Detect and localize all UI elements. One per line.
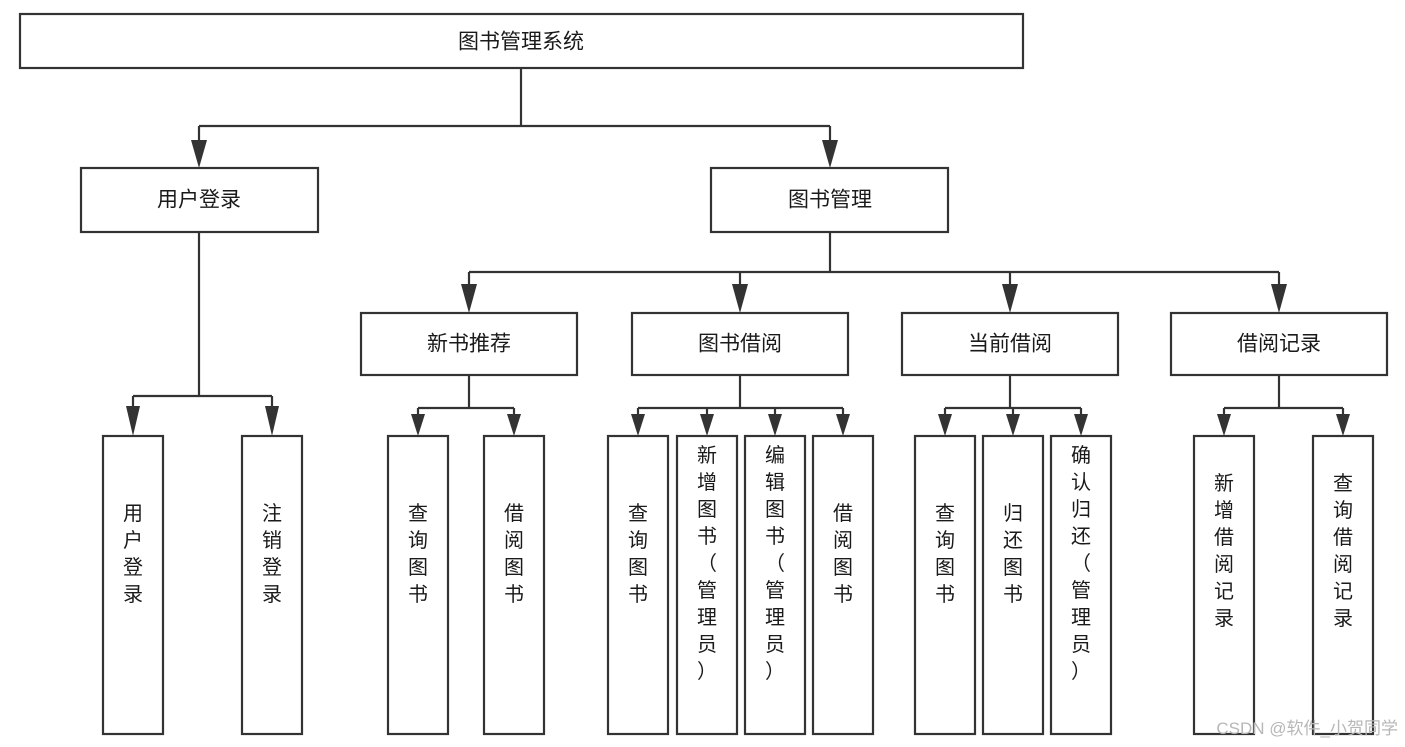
arrow-nb-query-book bbox=[411, 414, 425, 436]
leaf-br-query-record-label: 查询借阅记录 bbox=[1333, 472, 1353, 630]
leaf-cb-confirm-return-label: 确认归还（管理员） bbox=[1071, 444, 1091, 683]
leaf-bb-borrow-book-label: 借阅图书 bbox=[833, 502, 853, 606]
arrow-to-leaf-user-login bbox=[126, 406, 140, 436]
leaf-br-query-record-box[interactable] bbox=[1311, 434, 1375, 736]
leaf-br-add-record[interactable]: 新增借阅记录 bbox=[1192, 434, 1256, 736]
leaf-bb-edit-book[interactable]: 编辑图书（管理员） bbox=[743, 434, 807, 736]
leaf-nb-query-book-box[interactable] bbox=[386, 434, 450, 736]
leaf-bb-add-book-box[interactable] bbox=[675, 434, 739, 736]
leaf-nb-query-book[interactable]: 查询图书 bbox=[386, 434, 450, 736]
leaf-br-add-record-box[interactable] bbox=[1192, 434, 1256, 736]
leaf-cb-confirm-return[interactable]: 确认归还（管理员） bbox=[1049, 434, 1113, 736]
arrow-bb-borrow-book bbox=[836, 414, 850, 436]
leaf-cb-return-book-box[interactable] bbox=[981, 434, 1045, 736]
node-root-label: 图书管理系统 bbox=[458, 31, 584, 54]
node-new-book-recommend-box[interactable] bbox=[359, 311, 579, 377]
leaf-bb-query-book-box[interactable] bbox=[606, 434, 670, 736]
leaf-nb-query-book-label: 查询图书 bbox=[408, 502, 428, 606]
leaf-br-query-record[interactable]: 查询借阅记录 bbox=[1311, 434, 1375, 736]
leaf-bb-add-book[interactable]: 新增图书（管理员） bbox=[675, 434, 739, 736]
node-book-management-label: 图书管理 bbox=[788, 189, 872, 212]
leaf-bb-edit-book-box[interactable] bbox=[743, 434, 807, 736]
leaf-logout[interactable]: 注销登录 bbox=[240, 434, 304, 736]
arrow-bb-query-book bbox=[631, 414, 645, 436]
arrow-root-to-book-mgmt bbox=[822, 140, 838, 168]
arrow-bb-add-book bbox=[700, 414, 714, 436]
arrow-to-book-borrow bbox=[732, 284, 748, 313]
node-new-book-recommend-label: 新书推荐 bbox=[427, 333, 511, 356]
leaf-logout-label: 注销登录 bbox=[262, 502, 282, 606]
node-new-book-recommend[interactable]: 新书推荐 bbox=[359, 311, 579, 377]
leaf-bb-borrow-book[interactable]: 借阅图书 bbox=[811, 434, 875, 736]
arrow-to-leaf-logout bbox=[265, 406, 279, 436]
leaf-nb-borrow-book[interactable]: 借阅图书 bbox=[482, 434, 546, 736]
arrow-to-current-borrow bbox=[1002, 284, 1018, 313]
csdn-watermark: CSDN @软件_小贺同学 bbox=[1216, 719, 1398, 738]
node-current-borrow-label: 当前借阅 bbox=[968, 333, 1052, 356]
node-book-management[interactable]: 图书管理 bbox=[709, 166, 950, 234]
leaf-cb-query-book-box[interactable] bbox=[913, 434, 977, 736]
leaf-bb-add-book-label: 新增图书（管理员） bbox=[697, 444, 717, 683]
leaf-user-login-box[interactable] bbox=[101, 434, 165, 736]
connector-layer bbox=[126, 68, 1350, 436]
arrow-br-query-record bbox=[1336, 414, 1350, 436]
leaf-cb-query-book[interactable]: 查询图书 bbox=[913, 434, 977, 736]
leaf-bb-query-book-label: 查询图书 bbox=[628, 502, 648, 606]
leaf-user-login-label: 用户登录 bbox=[123, 503, 143, 606]
node-user-login-label: 用户登录 bbox=[157, 189, 241, 212]
node-current-borrow-box[interactable] bbox=[900, 311, 1120, 377]
node-borrow-record-label: 借阅记录 bbox=[1237, 333, 1321, 356]
node-book-management-box[interactable] bbox=[709, 166, 950, 234]
leaf-cb-return-book[interactable]: 归还图书 bbox=[981, 434, 1045, 736]
arrow-to-borrow-record bbox=[1271, 284, 1287, 313]
node-book-borrow-box[interactable] bbox=[630, 311, 850, 377]
arrow-bb-edit-book bbox=[768, 414, 782, 436]
leaf-cb-confirm-return-box[interactable] bbox=[1049, 434, 1113, 736]
leaf-logout-box[interactable] bbox=[240, 434, 304, 736]
leaf-bb-borrow-book-box[interactable] bbox=[811, 434, 875, 736]
arrow-root-to-user-login bbox=[191, 140, 207, 168]
arrow-nb-borrow-book bbox=[507, 414, 521, 436]
leaf-bb-query-book[interactable]: 查询图书 bbox=[606, 434, 670, 736]
node-user-login[interactable]: 用户登录 bbox=[79, 166, 320, 234]
node-current-borrow[interactable]: 当前借阅 bbox=[900, 311, 1120, 377]
leaf-nb-borrow-book-box[interactable] bbox=[482, 434, 546, 736]
leaf-cb-return-book-label: 归还图书 bbox=[1003, 502, 1023, 606]
node-user-login-box[interactable] bbox=[79, 166, 320, 234]
leaf-cb-query-book-label: 查询图书 bbox=[935, 502, 955, 606]
leaf-nb-borrow-book-label: 借阅图书 bbox=[504, 502, 524, 606]
node-root-box[interactable] bbox=[18, 12, 1025, 70]
leaf-bb-edit-book-label: 编辑图书（管理员） bbox=[765, 444, 785, 683]
leaf-br-add-record-label: 新增借阅记录 bbox=[1214, 472, 1234, 630]
node-borrow-record[interactable]: 借阅记录 bbox=[1169, 311, 1389, 377]
leaf-user-login[interactable]: 用户登录 bbox=[101, 434, 165, 736]
arrow-to-new-book bbox=[461, 284, 477, 313]
arrow-cb-query-book bbox=[938, 414, 952, 436]
arrow-br-add-record bbox=[1217, 414, 1231, 436]
node-borrow-record-box[interactable] bbox=[1169, 311, 1389, 377]
node-book-borrow[interactable]: 图书借阅 bbox=[630, 311, 850, 377]
node-book-borrow-label: 图书借阅 bbox=[698, 333, 782, 356]
node-root-book-management-system[interactable]: 图书管理系统 bbox=[18, 12, 1025, 70]
arrow-cb-confirm-return bbox=[1074, 414, 1088, 436]
arrow-cb-return-book bbox=[1006, 414, 1020, 436]
